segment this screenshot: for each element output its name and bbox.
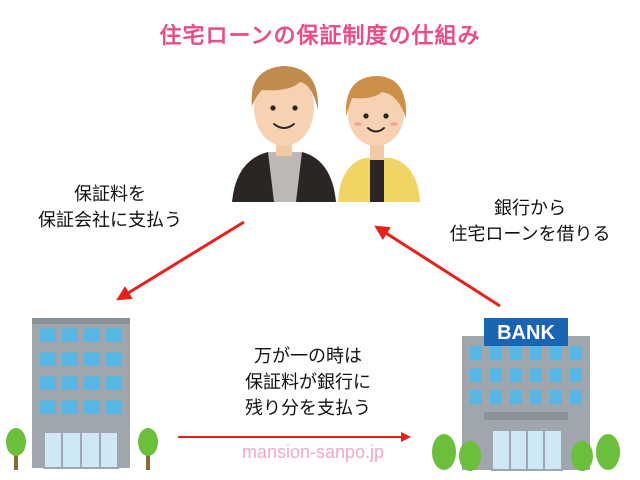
arrow-bank-to-couple <box>374 225 501 308</box>
bank-shrubs <box>432 434 620 471</box>
man-figure <box>232 66 336 202</box>
couple-illustration <box>232 66 420 202</box>
tree-right <box>138 428 158 470</box>
woman-figure <box>338 76 420 202</box>
edge-label-couple-to-guarantor: 保証料を 保証会社に支払う <box>38 184 182 231</box>
edge-label-bank-to-couple: 銀行から 住宅ローンを借りる <box>449 198 611 245</box>
diagram-title: 住宅ローンの保証制度の仕組み <box>159 24 481 49</box>
bank-sign-text: BANK <box>497 322 555 344</box>
guarantee-company-building <box>6 318 158 470</box>
site-credit: mansion-sanpo.jp <box>241 442 385 462</box>
guarantor-windows <box>40 328 122 414</box>
tree-left <box>6 428 26 470</box>
edge-label-guarantor-to-bank: 万が一の時は 保証料が銀行に 残り分を支払う <box>245 346 371 419</box>
bank-building: BANK <box>432 318 620 471</box>
arrow-couple-to-guarantor <box>116 220 245 301</box>
bank-sign: BANK <box>484 318 568 346</box>
